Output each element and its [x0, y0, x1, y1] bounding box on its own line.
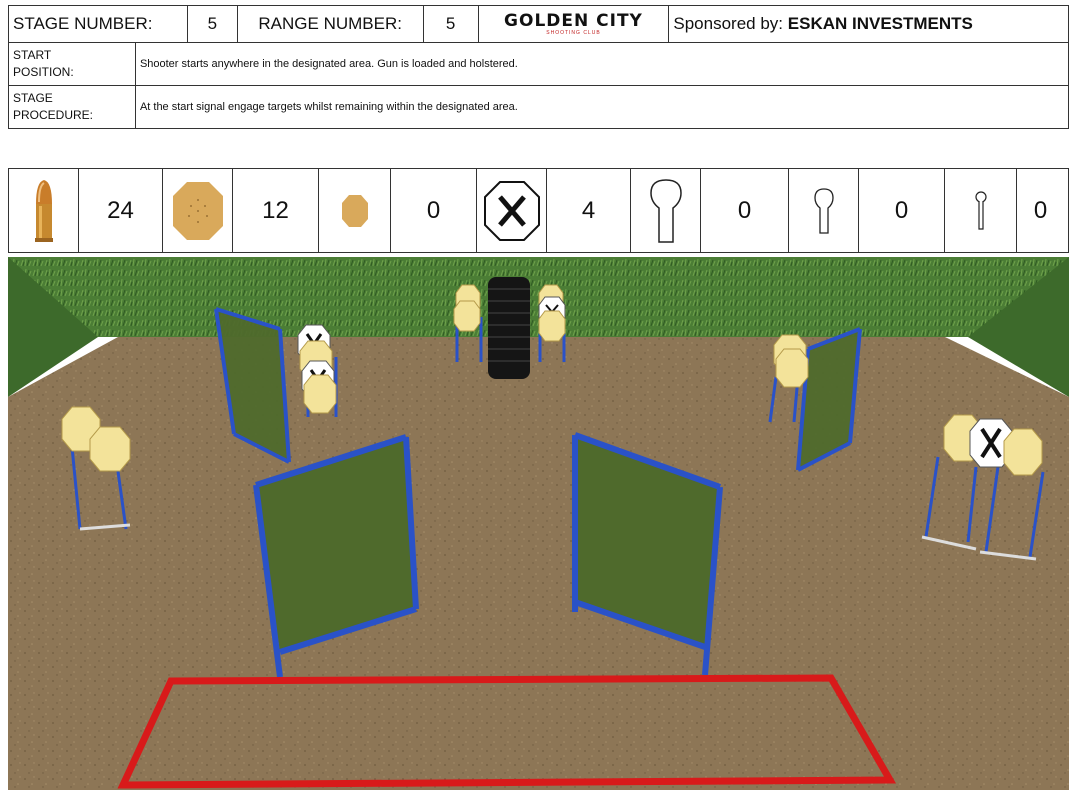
stage-procedure-text: At the start signal engage targets whils… — [135, 86, 1068, 129]
large-popper-icon-cell — [631, 169, 701, 252]
stage-number-label: STAGE NUMBER: — [9, 6, 188, 43]
stage-sheet: STAGE NUMBER: 5 RANGE NUMBER: 5 GOLDEN C… — [8, 5, 1069, 790]
large-popper-icon — [649, 178, 683, 244]
small-steel-count: 0 — [391, 169, 477, 252]
start-position-label-line2: POSITION: — [13, 65, 74, 79]
target-count-strip: 24 12 0 4 0 — [8, 168, 1069, 253]
range-number-label: RANGE NUMBER: — [237, 6, 423, 43]
start-position-text: Shooter starts anywhere in the designate… — [135, 43, 1068, 86]
stage-number-value: 5 — [187, 6, 237, 43]
bullet-icon-cell — [9, 169, 79, 252]
club-logo-text: GOLDEN CITY — [483, 13, 665, 30]
large-popper-count: 0 — [701, 169, 789, 252]
rounds-count: 24 — [79, 169, 163, 252]
no-shoot-target-icon-cell — [477, 169, 547, 252]
small-steel-octagon-icon-cell — [319, 169, 391, 252]
large-steel-octagon-icon-cell — [163, 169, 233, 252]
club-logo: GOLDEN CITY SHOOTING CLUB — [478, 6, 669, 43]
stage-procedure-label-line2: PROCEDURE: — [13, 108, 93, 122]
large-steel-count: 12 — [233, 169, 319, 252]
sponsor-name: ESKAN INVESTMENTS — [788, 14, 973, 33]
left-rear-target-stand — [298, 325, 336, 417]
stage-procedure-label-line1: STAGE — [13, 91, 53, 105]
start-position-label-line1: START — [13, 48, 51, 62]
small-popper-icon-cell — [945, 169, 1017, 252]
sponsor-prefix: Sponsored by: — [673, 14, 783, 33]
range-number-value: 5 — [423, 6, 478, 43]
bullet-icon — [32, 178, 56, 244]
no-shoot-count: 4 — [547, 169, 631, 252]
stage-header-table: STAGE NUMBER: 5 RANGE NUMBER: 5 GOLDEN C… — [8, 5, 1069, 129]
ground — [8, 337, 1069, 790]
medium-popper-count: 0 — [859, 169, 945, 252]
medium-popper-icon — [813, 187, 835, 235]
stage-procedure-label: STAGE PROCEDURE: — [9, 86, 136, 129]
small-popper-count: 0 — [1017, 169, 1064, 252]
sponsor: Sponsored by: ESKAN INVESTMENTS — [669, 6, 1069, 43]
no-shoot-target-icon — [483, 180, 541, 242]
large-steel-octagon-icon — [171, 180, 225, 242]
small-steel-octagon-icon — [341, 194, 369, 228]
stage-diagram — [8, 257, 1069, 790]
tyre-stack — [488, 277, 530, 379]
medium-popper-icon-cell — [789, 169, 859, 252]
start-position-label: START POSITION: — [9, 43, 136, 86]
small-popper-icon — [974, 191, 988, 231]
